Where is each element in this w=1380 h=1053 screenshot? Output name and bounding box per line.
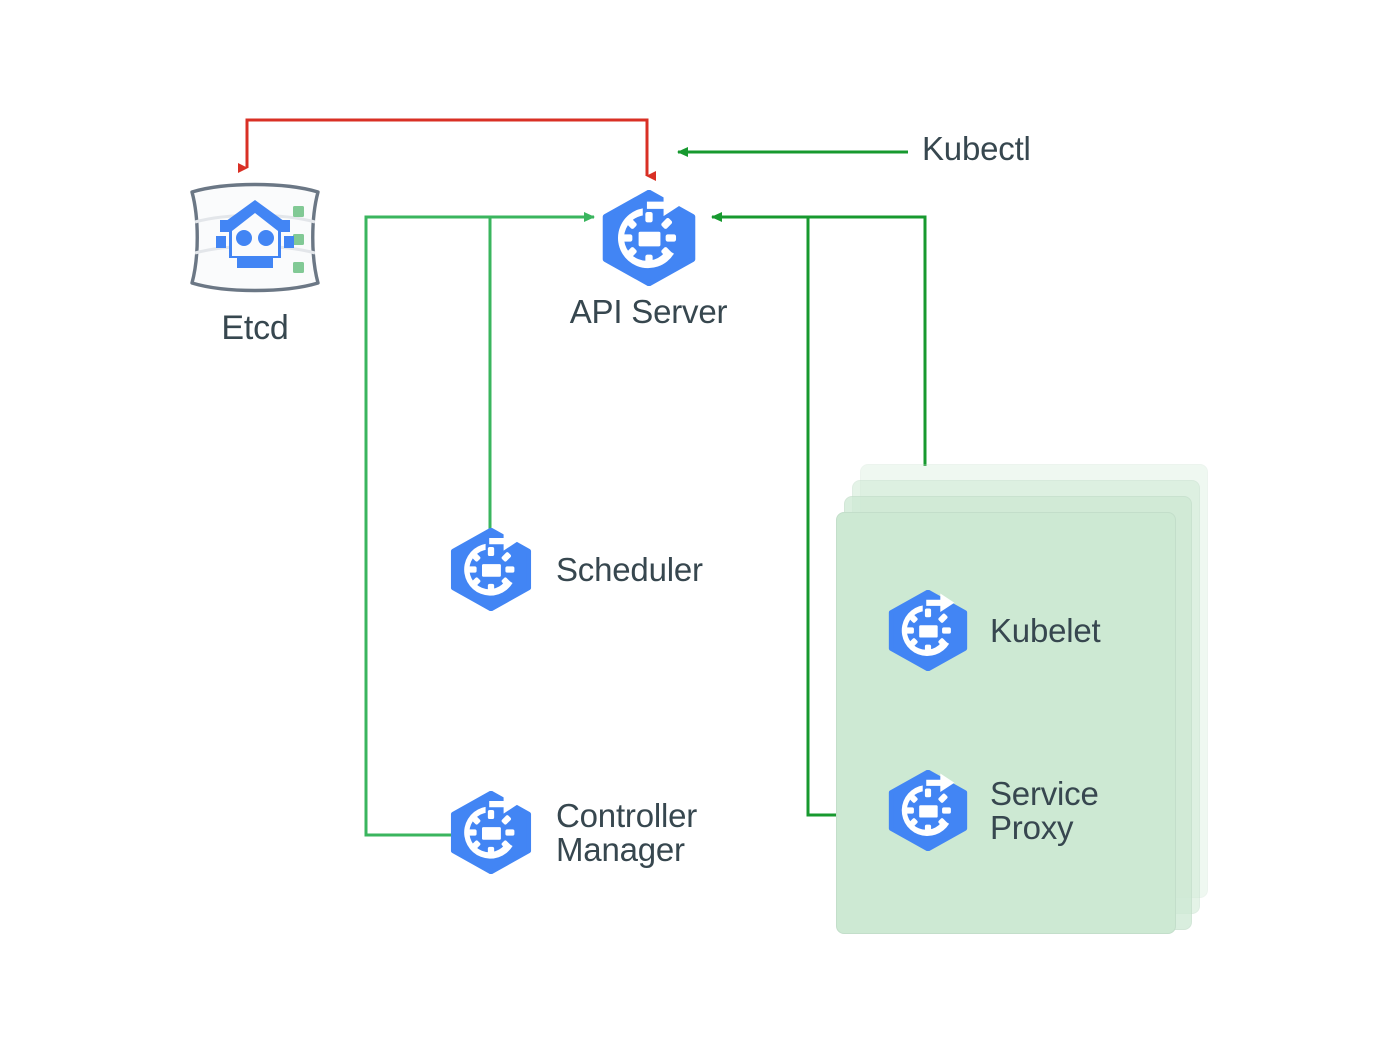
kubernetes-hexagon-icon (884, 770, 972, 851)
node-label-controller-manager: Controller Manager (556, 796, 698, 868)
worker-node-card-front (836, 512, 1176, 934)
node-api-server[interactable]: API Server (546, 190, 751, 330)
node-service-proxy[interactable]: Service Proxy (884, 770, 1099, 851)
node-label-kubelet: Kubelet (990, 611, 1101, 649)
node-label-service-proxy: Service Proxy (990, 774, 1099, 846)
node-label-kubectl: Kubectl (922, 130, 1031, 167)
node-label-api-server: API Server (569, 293, 728, 330)
node-controller-manager[interactable]: Controller Manager (446, 791, 697, 874)
worker-node-stack[interactable] (836, 464, 1208, 934)
connector-serviceproxy-apiserver (806, 217, 836, 817)
node-label-scheduler: Scheduler (556, 550, 703, 588)
node-etcd[interactable]: Etcd (160, 178, 350, 347)
kubernetes-hexagon-icon (884, 590, 972, 671)
kubernetes-hexagon-icon (446, 791, 536, 874)
etcd-database-icon (160, 178, 350, 296)
node-scheduler[interactable]: Scheduler (446, 528, 703, 611)
kubernetes-hexagon-icon (446, 528, 536, 611)
kubernetes-hexagon-icon (546, 190, 751, 286)
node-label-etcd: Etcd (221, 309, 289, 347)
node-kubectl[interactable]: Kubectl (922, 131, 1031, 167)
connector-etcd-apiserver (238, 118, 656, 181)
node-kubelet[interactable]: Kubelet (884, 590, 1101, 671)
